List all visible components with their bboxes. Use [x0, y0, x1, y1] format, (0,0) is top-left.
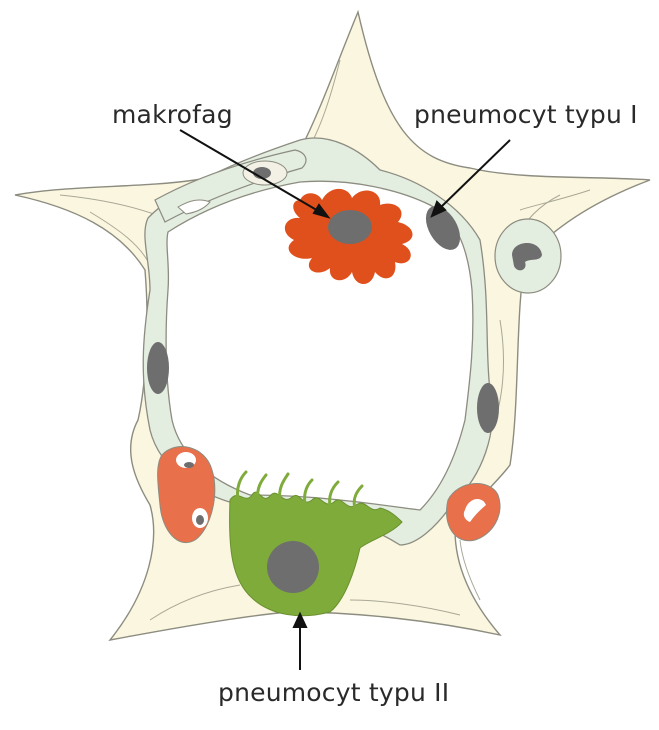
label-pneumocyte-type-1: pneumocyt typu I [414, 100, 638, 129]
label-pneumocyte-type-2: pneumocyt typu II [218, 678, 449, 707]
left-wall-nucleus [147, 342, 169, 394]
label-macrophage: makrofag [112, 100, 233, 129]
pneumocyte-type-2-nucleus [267, 541, 319, 593]
erythrocyte-right [447, 484, 500, 541]
macrophage-nucleus [328, 210, 372, 244]
right-wall-nucleus [477, 383, 499, 433]
